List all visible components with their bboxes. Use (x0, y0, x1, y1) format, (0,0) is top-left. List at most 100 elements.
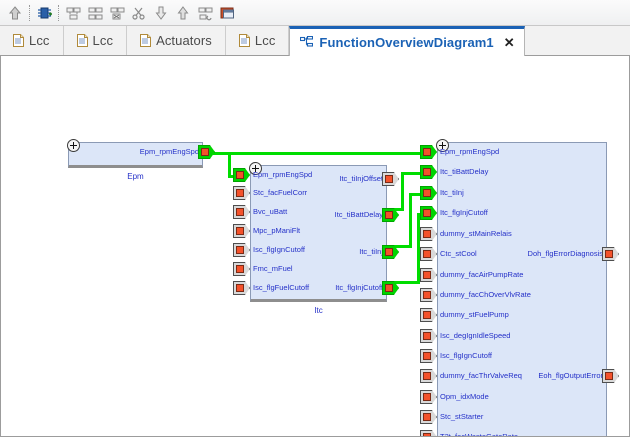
port-label-act-in-3: Itc_flgInjCutoff (440, 208, 488, 217)
port-dot (236, 284, 244, 292)
port-dot (423, 148, 431, 156)
input-port-actuators-0[interactable] (420, 145, 437, 159)
port-label-act-in-9: Isc_degIgnIdleSpeed (440, 331, 511, 340)
wire-tiinj-v (409, 193, 412, 248)
input-port-actuators-12[interactable] (420, 390, 437, 404)
output-port-itc-3[interactable] (382, 281, 399, 295)
tab-label: Lcc (92, 33, 114, 48)
up-arrow-icon[interactable] (4, 2, 26, 24)
port-label-itc-in-0: Epm_rpmEngSpd (253, 170, 313, 179)
input-port-actuators-4[interactable] (420, 227, 437, 241)
port-dot (423, 168, 431, 176)
port-label-itc-in-1: Stc_facFuelCorr (253, 188, 308, 197)
input-port-itc-2[interactable] (233, 205, 250, 219)
layout-columns-icon[interactable] (84, 2, 106, 24)
input-port-itc-0[interactable] (233, 168, 250, 182)
port-label-act-in-8: dummy_stFuelPump (440, 310, 509, 319)
port-dot (236, 189, 244, 197)
tab-lcc-1[interactable]: Lcc (0, 26, 64, 55)
port-dot (236, 171, 244, 179)
output-port-actuators-0[interactable] (602, 247, 619, 261)
input-port-actuators-8[interactable] (420, 308, 437, 322)
input-port-actuators-3[interactable] (420, 206, 437, 220)
port-label-act-in-10: Isc_flgIgnCutoff (440, 351, 492, 360)
port-label-itc-in-4: Isc_flgIgnCutoff (253, 245, 305, 254)
port-label-act-in-7: dummy_facChOverVlvRate (440, 290, 531, 299)
expander-icon-epm[interactable] (67, 139, 80, 152)
port-label-itc-in-5: Fmc_mFuel (253, 264, 293, 273)
input-port-itc-5[interactable] (233, 262, 250, 276)
output-port-itc-0[interactable] (382, 172, 399, 186)
port-dot (236, 265, 244, 273)
port-label-act-in-2: Itc_tiInj (440, 188, 464, 197)
arrow-up-box-icon[interactable] (172, 2, 194, 24)
port-dot (236, 246, 244, 254)
input-port-actuators-11[interactable] (420, 369, 437, 383)
input-port-actuators-7[interactable] (420, 288, 437, 302)
input-port-itc-6[interactable] (233, 281, 250, 295)
tab-actuators[interactable]: Actuators (127, 26, 226, 55)
port-dot (385, 248, 393, 256)
layout-delete-icon[interactable] (106, 2, 128, 24)
layout-link-icon[interactable] (194, 2, 216, 24)
tab-function-overview-diagram1[interactable]: FunctionOverviewDiagram1 ✕ (289, 26, 525, 56)
input-port-actuators-1[interactable] (420, 165, 437, 179)
output-port-itc-2[interactable] (382, 245, 399, 259)
wire-epm-to-actuators (213, 152, 433, 155)
expander-icon-itc[interactable] (249, 162, 262, 175)
arrow-down-box-icon[interactable] (150, 2, 172, 24)
port-label-act-in-13: Stc_stStarter (440, 412, 484, 421)
toolbar-separator (55, 4, 62, 22)
port-dot (423, 250, 431, 258)
tab-lcc-3[interactable]: Lcc (225, 26, 290, 55)
output-port-actuators-1[interactable] (602, 369, 619, 383)
port-dot (385, 284, 393, 292)
diagram-canvas-container[interactable]: Epm_rpmEngSpd Epm Epm_rpmEngSpd Stc_facF… (0, 56, 630, 437)
chip-block-icon[interactable] (33, 2, 55, 24)
port-dot (423, 433, 431, 436)
port-label-itc-in-6: Isc_flgFuelCutoff (253, 283, 310, 292)
port-label-itc-in-2: Bvc_uBatt (253, 207, 288, 216)
port-dot (423, 311, 431, 319)
scissors-icon[interactable] (128, 2, 150, 24)
input-port-itc-3[interactable] (233, 224, 250, 238)
output-port-itc-1[interactable] (382, 208, 399, 222)
tab-lcc-2[interactable]: Lcc (63, 26, 128, 55)
input-port-actuators-13[interactable] (420, 410, 437, 424)
wire-flginjcutoff-v (417, 213, 420, 284)
port-label-itc-out-2: Itc_tiInj (359, 247, 383, 256)
port-label-act-in-6: dummy_facAirPumpRate (440, 270, 524, 279)
port-label-act-in-0: Epm_rpmEngSpd (440, 147, 500, 156)
port-dot (236, 227, 244, 235)
port-dot (605, 250, 613, 258)
input-port-actuators-5[interactable] (420, 247, 437, 261)
document-icon (238, 34, 250, 47)
port-dot (423, 332, 431, 340)
diagram-canvas[interactable]: Epm_rpmEngSpd Epm Epm_rpmEngSpd Stc_facF… (1, 56, 629, 436)
port-dot (385, 175, 393, 183)
port-dot (423, 189, 431, 197)
input-port-actuators-9[interactable] (420, 329, 437, 343)
output-port-epm-rpmengspd[interactable] (198, 145, 215, 159)
block-itc[interactable] (250, 165, 387, 302)
input-port-actuators-14[interactable] (420, 430, 437, 436)
input-port-itc-4[interactable] (233, 243, 250, 257)
document-icon (13, 34, 24, 47)
input-port-actuators-6[interactable] (420, 268, 437, 282)
block-actuators[interactable] (437, 142, 607, 436)
block-epm[interactable] (68, 142, 203, 168)
input-port-actuators-10[interactable] (420, 349, 437, 363)
wire-tiinj-h1 (387, 245, 412, 248)
layout-hierarchy-icon[interactable] (62, 2, 84, 24)
input-port-itc-1[interactable] (233, 186, 250, 200)
input-port-actuators-2[interactable] (420, 186, 437, 200)
window-stack-icon[interactable] (216, 2, 238, 24)
diagram-icon (300, 36, 314, 49)
tab-label: Lcc (254, 33, 276, 48)
expander-icon-actuators[interactable] (436, 139, 449, 152)
close-icon[interactable]: ✕ (503, 34, 515, 50)
port-label-act-out-1: Eoh_flgOutputError (538, 371, 603, 380)
tab-label: FunctionOverviewDiagram1 (319, 35, 494, 50)
port-dot (423, 352, 431, 360)
